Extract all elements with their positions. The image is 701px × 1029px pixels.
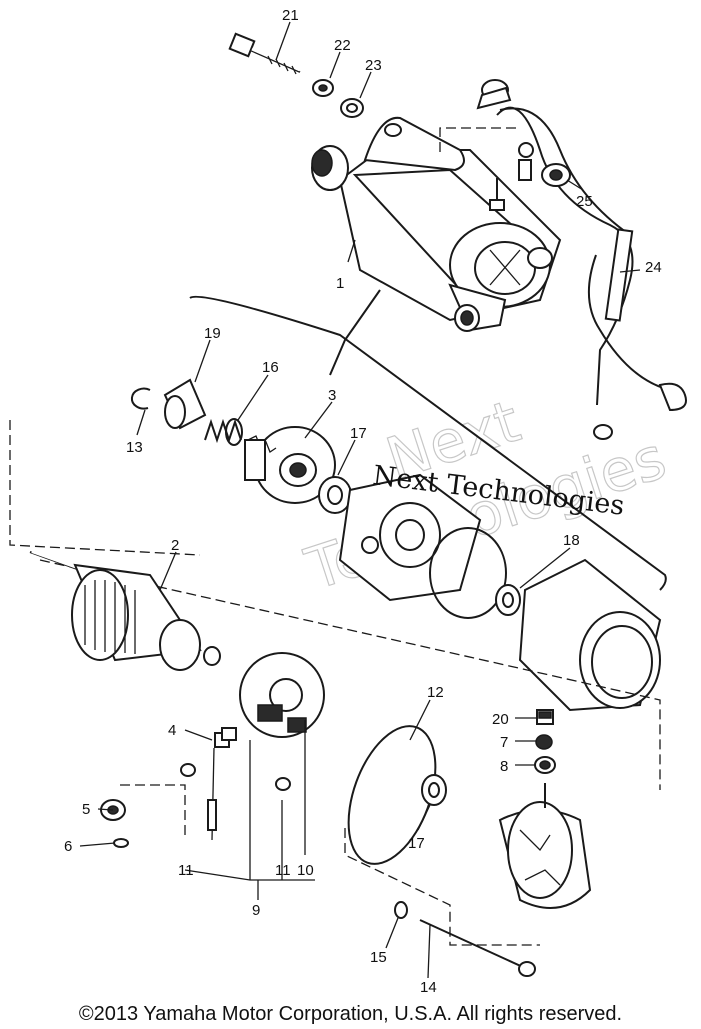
callout-11-right: 11: [275, 862, 291, 879]
callout-1: 1: [336, 275, 344, 292]
part-20-cap: [536, 709, 554, 725]
brush-axis-line: [120, 784, 186, 835]
callout-3: 3: [328, 387, 336, 404]
rear-end-cover: [498, 783, 592, 909]
callout-4: 4: [168, 722, 176, 739]
part-21-bolt: [228, 32, 301, 75]
callout-18: 18: [563, 532, 580, 549]
part-22-lock-washer: [312, 79, 334, 97]
part-13-circlip: [130, 387, 151, 410]
front-bracket-housing: [338, 473, 482, 602]
callout-25: 25: [576, 193, 593, 210]
assembly-axis-line: [9, 420, 661, 790]
callout-7: 7: [500, 734, 508, 751]
part-4-brush: [207, 727, 237, 841]
leader-lines: [79, 21, 641, 979]
callout-14: 14: [420, 979, 437, 996]
copyright-notice: ©2013 Yamaha Motor Corporation, U.S.A. A…: [78, 1003, 623, 1025]
callout-20: 20: [492, 711, 509, 728]
part-3-clutch-assembly: [244, 426, 336, 504]
callout-24: 24: [645, 259, 662, 276]
end-cover-axis-line: [344, 828, 540, 946]
part-14-through-bolt: [419, 919, 536, 977]
part-7-nut: [535, 734, 553, 750]
callout-9: 9: [252, 902, 260, 919]
callout-labels: 21 22 23 25 24 1 19 16 3 17 13 2 18 4 12…: [64, 7, 662, 996]
callout-15: 15: [370, 949, 387, 966]
exploded-view-pointer: [329, 289, 381, 376]
part-23-washer: [340, 98, 364, 118]
exploded-view-bracket: [189, 295, 667, 591]
callout-10: 10: [297, 862, 314, 879]
brush-holder-plate: [239, 652, 325, 738]
alignment-line-top: [439, 127, 520, 152]
callout-22: 22: [334, 37, 351, 54]
callout-8: 8: [500, 758, 508, 775]
callout-17-top: 17: [350, 425, 367, 442]
callout-5: 5: [82, 801, 90, 818]
callout-6: 6: [64, 838, 72, 855]
callout-11-left: 11: [178, 862, 194, 879]
callout-16: 16: [262, 359, 279, 376]
part-1-starter-motor-assembly: [311, 116, 562, 332]
callout-12: 12: [427, 684, 444, 701]
callout-13: 13: [126, 439, 143, 456]
part-8-washer: [534, 756, 556, 774]
part-19-bushing: [163, 378, 207, 430]
o-ring-large: [429, 527, 507, 619]
starter-motor-exploded-diagram: Next Technologies: [9, 7, 687, 996]
part-18-washer: [495, 584, 521, 616]
part-24-lead-wire: [476, 79, 687, 440]
part-11-terminal: [180, 763, 291, 791]
part-6-washer: [113, 838, 129, 848]
callout-19: 19: [204, 325, 221, 342]
part-16-spring: [204, 418, 243, 446]
callout-23: 23: [365, 57, 382, 74]
callout-2: 2: [171, 537, 179, 554]
part-15-washer: [394, 901, 408, 919]
part-17-washer-bottom: [421, 774, 447, 806]
part-17-washer-top: [318, 476, 352, 514]
callout-21: 21: [282, 7, 299, 24]
part-25-nut: [541, 163, 571, 187]
part-2-armature: [29, 549, 221, 671]
callout-17-bottom: 17: [408, 835, 425, 852]
yoke-housing: [518, 558, 662, 712]
